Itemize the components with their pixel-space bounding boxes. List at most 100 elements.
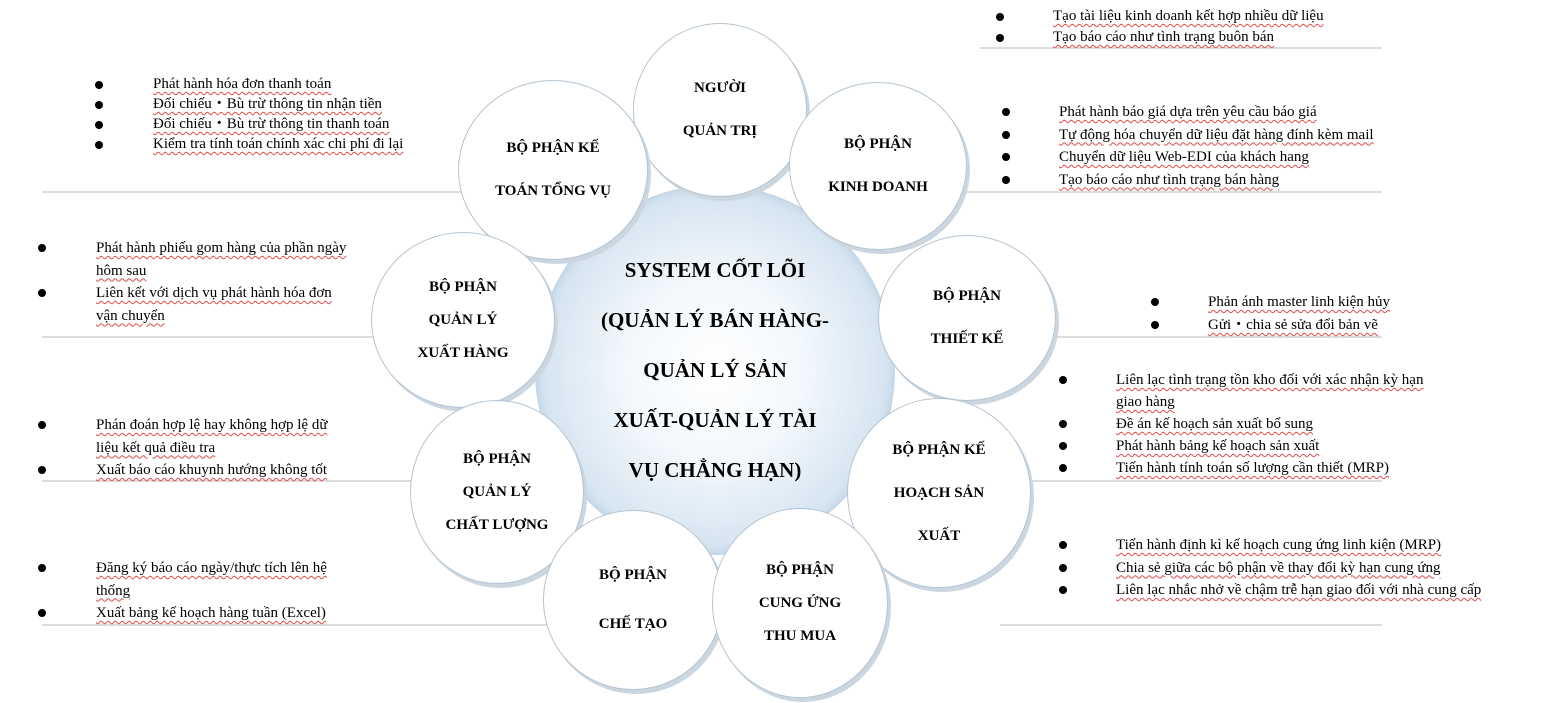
list-item-text: Đăng ký báo cáo ngày/thực tích lên hệ th… (96, 560, 327, 599)
list-item-text: Tiến hành định kì kế hoạch cung ứng linh… (1116, 537, 1442, 553)
list-item-text: Liên kết với dịch vụ phát hành hóa đơn v… (96, 285, 332, 324)
core-system-line: (QUẢN LÝ BÁN HÀNG- (600, 308, 830, 332)
bullet-icon (1059, 442, 1067, 450)
dept-label: BỘ PHẬN (429, 278, 497, 295)
bullet-icon (1002, 130, 1010, 139)
list-item-text: Đối chiếu・Bù trừ thông tin thanh toán (153, 116, 390, 132)
list-item: Phát hành phiếu gom hàng của phần ngày h… (38, 237, 358, 282)
dept-label: BỘ PHẬN (766, 561, 834, 578)
list-item: Chia sẻ giữa các bộ phận về thay đổi kỳ … (1059, 557, 1509, 580)
dept-label: CUNG ỨNG (758, 594, 842, 611)
list-item-text: Chuyển dữ liệu Web-EDI của khách hang (1059, 149, 1309, 165)
list-item-text: Tiến hành tính toán số lượng cần thiết (… (1116, 460, 1389, 476)
list-item-text: Phát hành báo giá dựa trên yêu cầu báo g… (1059, 104, 1317, 120)
bullet-icon (38, 609, 46, 617)
bullet-icon (1002, 153, 1010, 161)
list-item: Kiểm tra tính toán chính xác chi phí đi … (95, 134, 455, 154)
dept-label: HOẠCH SẢN (893, 484, 985, 501)
list-item: Xuất báo cáo khuynh hướng không tốt (38, 459, 378, 482)
list-item: Gửi・chia sẻ sửa đổi bản vẽ (1151, 314, 1441, 337)
list-item-text: Đề án kế hoạch sản xuất bổ sung (1116, 416, 1314, 432)
dept-circle-planning: BỘ PHẬN KẾ HOẠCH SẢN XUẤT (847, 398, 1031, 588)
list-item-text: Kiểm tra tính toán chính xác chi phí đi … (153, 136, 404, 152)
list-item-text: Liên lạc nhắc nhở về chậm trễ hạn giao đ… (1116, 582, 1482, 598)
notes-sales: Phát hành báo giá dựa trên yêu cầu báo g… (1002, 101, 1422, 191)
list-item: Phát hành báo giá dựa trên yêu cầu báo g… (1002, 101, 1422, 124)
list-item: Đăng ký báo cáo ngày/thực tích lên hệ th… (38, 557, 378, 602)
bullet-icon (38, 289, 46, 297)
notes-procurement: Tiến hành định kì kế hoạch cung ứng linh… (1059, 534, 1509, 602)
dept-label: THU MUA (763, 627, 837, 644)
list-item: Liên lạc tình trạng tồn kho đối với xác … (1059, 369, 1449, 413)
bullet-icon (38, 244, 46, 252)
dept-label: CHẾ TẠO (598, 616, 668, 632)
bullet-icon (95, 141, 103, 149)
list-item: Liên lạc nhắc nhở về chậm trễ hạn giao đ… (1059, 579, 1509, 602)
notes-manufacturing: Đăng ký báo cáo ngày/thực tích lên hệ th… (38, 557, 378, 625)
list-item: Phản ánh master linh kiện hủy (1151, 291, 1441, 314)
bullet-icon (1059, 376, 1067, 384)
dept-label: BỘ PHẬN KẾ (506, 140, 600, 156)
dept-label: QUẢN LÝ (428, 311, 498, 328)
dept-label: QUẢN TRỊ (682, 123, 758, 139)
notes-shipping: Phát hành phiếu gom hàng của phần ngày h… (38, 237, 358, 327)
core-system-line: SYSTEM CỐT LÕI (624, 258, 806, 282)
core-system-line: QUẢN LÝ SẢN (643, 358, 787, 382)
bullet-icon (1002, 175, 1010, 184)
bullet-icon (38, 421, 46, 429)
dept-label: NGƯỜI (694, 80, 746, 96)
dept-label: BỘ PHẬN KẾ (892, 441, 986, 458)
dept-label: TOÁN TỔNG VỤ (495, 183, 611, 199)
list-item: Tự động hóa chuyển dữ liệu đặt hàng đính… (1002, 124, 1422, 147)
list-item: Tạo tài liệu kinh doanh kết hợp nhiều dữ… (996, 6, 1386, 27)
list-item-text: Đối chiếu・Bù trừ thông tin nhận tiền (153, 96, 382, 112)
dept-label: BỘ PHẬN (463, 450, 531, 467)
list-item-text: Tạo báo cáo như tình trạng bán hàng (1059, 171, 1280, 188)
dept-circle-shipping: BỘ PHẬN QUẢN LÝ XUẤT HÀNG (371, 232, 555, 408)
list-item-text: Phát hành bảng kế hoạch sản xuất (1116, 438, 1320, 454)
dept-label: CHẤT LƯỢNG (445, 516, 549, 533)
list-item: Tạo báo cáo như tình trạng bán hàng (1002, 169, 1422, 192)
list-item-text: Chia sẻ giữa các bộ phận về thay đổi kỳ … (1116, 559, 1441, 576)
dept-label: XUẤT HÀNG (417, 344, 509, 361)
list-item-text: Phán đoán hợp lệ hay không hợp lệ dữ liệ… (96, 417, 328, 456)
list-item-text: Phản ánh master linh kiện hủy (1208, 294, 1391, 310)
bullet-icon (1059, 586, 1067, 594)
list-item-text: Tự động hóa chuyển dữ liệu đặt hàng đính… (1059, 126, 1374, 143)
list-item: Xuất bảng kế hoạch hàng tuần (Excel) (38, 602, 378, 625)
bullet-icon (1002, 108, 1010, 116)
list-item-text: Tạo tài liệu kinh doanh kết hợp nhiều dữ… (1053, 8, 1324, 24)
dept-label: QUẢN LÝ (462, 483, 532, 500)
dept-label: BỘ PHẬN (933, 288, 1001, 304)
dept-label: BỘ PHẬN (599, 567, 667, 583)
list-item: Tạo báo cáo như tình trạng buôn bán (996, 27, 1386, 48)
list-item-text: Phát hành phiếu gom hàng của phần ngày h… (96, 240, 347, 279)
bullet-icon (95, 101, 103, 109)
list-item: Chuyển dữ liệu Web-EDI của khách hang (1002, 146, 1422, 169)
dept-circle-manufacturing: BỘ PHẬN CHẾ TẠO (543, 510, 723, 690)
core-system-line: VỤ CHẲNG HẠN) (628, 458, 802, 482)
bullet-icon (1151, 321, 1159, 329)
notes-accounting: Phát hành hóa đơn thanh toán Đối chiếu・B… (95, 74, 455, 154)
notes-planning: Liên lạc tình trạng tồn kho đối với xác … (1059, 369, 1449, 479)
bullet-icon (1151, 298, 1159, 306)
dept-circle-accounting: BỘ PHẬN KẾ TOÁN TỔNG VỤ (458, 80, 648, 260)
bullet-icon (38, 466, 46, 474)
list-item: Đề án kế hoạch sản xuất bổ sung (1059, 413, 1449, 435)
list-item: Đối chiếu・Bù trừ thông tin thanh toán (95, 114, 455, 134)
list-item-text: Xuất báo cáo khuynh hướng không tốt (96, 462, 328, 478)
list-item-text: Xuất bảng kế hoạch hàng tuần (Excel) (96, 605, 326, 621)
bullet-icon (95, 121, 103, 129)
list-item-text: Tạo báo cáo như tình trạng buôn bán (1053, 29, 1274, 45)
dept-circle-sales: BỘ PHẬN KINH DOANH (789, 82, 967, 250)
list-item: Tiến hành tính toán số lượng cần thiết (… (1059, 457, 1449, 479)
dept-label: THIẾT KẾ (930, 331, 1004, 347)
list-item-text: Phát hành hóa đơn thanh toán (153, 76, 332, 92)
list-item: Phán đoán hợp lệ hay không hợp lệ dữ liệ… (38, 414, 378, 459)
bullet-icon (996, 34, 1004, 42)
bullet-icon (38, 564, 46, 572)
list-item: Liên kết với dịch vụ phát hành hóa đơn v… (38, 282, 358, 327)
bullet-icon (95, 81, 103, 89)
notes-design: Phản ánh master linh kiện hủy Gửi・chia s… (1151, 291, 1441, 337)
